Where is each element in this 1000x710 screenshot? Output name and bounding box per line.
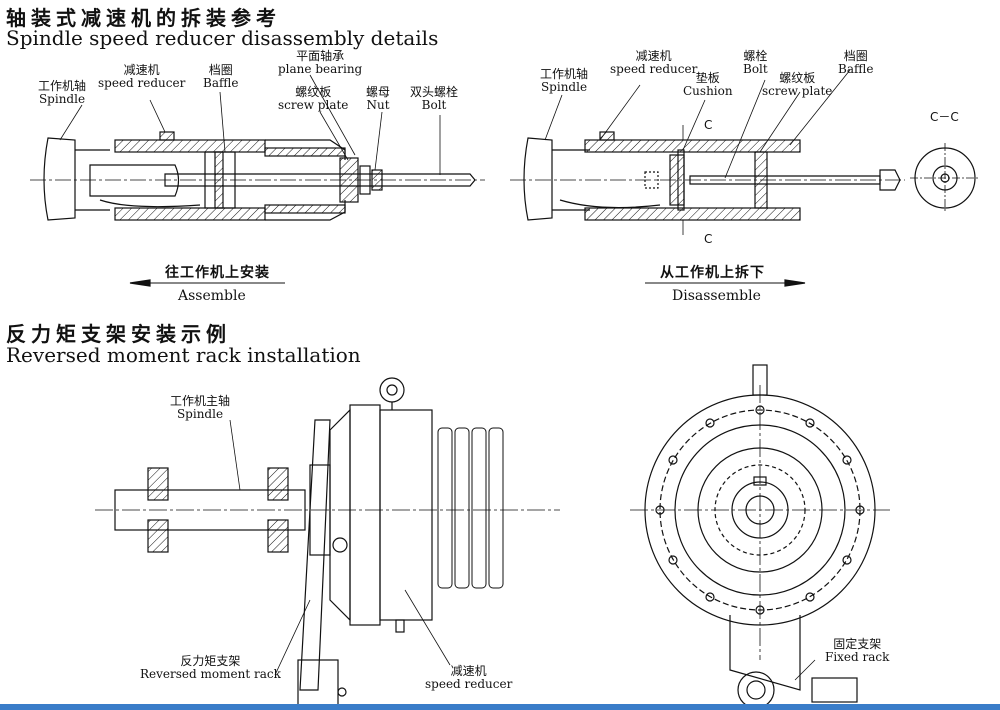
section-mark-top: C (704, 118, 713, 132)
assemble-bearing-label: 平面轴承 plane bearing (278, 50, 362, 76)
section2-title-en: Reversed moment rack installation (6, 343, 361, 367)
disassemble-drawing (510, 69, 980, 287)
disassemble-screw-en: screw plate (762, 84, 833, 98)
disassemble-caption-en: Disassemble (672, 288, 761, 304)
assemble-screw-cn: 螺纹板 (295, 85, 332, 99)
assemble-reducer-label: 减速机 speed reducer (98, 64, 185, 90)
assemble-reducer-en: speed reducer (98, 76, 186, 90)
disassemble-cushion-cn: 垫板 (695, 71, 720, 85)
disassemble-reducer-en: speed reducer (610, 62, 698, 76)
rack-front-drawing (630, 364, 890, 709)
assemble-caption-cn: 往工作机上安装 (165, 265, 270, 281)
rack-cn: 反力矩支架 (180, 654, 241, 668)
disassemble-screw-label: 螺纹板 screw plate (762, 72, 832, 98)
fixed-rack-label: 固定支架 Fixed rack (825, 638, 889, 664)
assemble-nut-cn: 螺母 (366, 85, 391, 99)
rack-spindle-cn: 工作机主轴 (170, 394, 231, 408)
rack-spindle-label: 工作机主轴 Spindle (170, 395, 230, 421)
disassemble-bolt-en: Bolt (743, 62, 768, 76)
disassemble-baffle-en: Baffle (838, 62, 874, 76)
assemble-caption-en: Assemble (178, 288, 246, 304)
hub-top-hatch (114, 139, 266, 153)
rack-spindle-en: Spindle (176, 407, 224, 421)
assemble-bearing-cn: 平面轴承 (296, 49, 345, 63)
disassemble-bolt-cn: 螺栓 (743, 49, 768, 63)
rack-reducer-cn: 减速机 (450, 664, 487, 678)
disassemble-bolt-label: 螺栓 Bolt (743, 50, 768, 76)
disassemble-screw-cn: 螺纹板 (779, 71, 816, 85)
rack-reducer-en: speed reducer (425, 677, 513, 691)
disassemble-spindle-cn: 工作机轴 (540, 67, 589, 81)
assemble-bolt-label: 双头螺栓 Bolt (410, 86, 458, 112)
assemble-baffle-cn: 档圈 (208, 63, 233, 77)
disassemble-reducer-cn: 减速机 (635, 49, 672, 63)
rack-side-drawing (95, 377, 560, 706)
assemble-nut-en: Nut (366, 98, 390, 112)
assemble-bearing-en: plane bearing (278, 62, 363, 76)
assemble-nut-label: 螺母 Nut (366, 86, 390, 112)
bottom-accent-bar (0, 704, 1000, 710)
disassemble-reducer-label: 减速机 speed reducer (610, 50, 697, 76)
assemble-spindle-label: 工作机轴 Spindle (38, 80, 86, 106)
disassemble-spindle-label: 工作机轴 Spindle (540, 68, 588, 94)
rack-reducer-label: 减速机 speed reducer (425, 665, 512, 691)
fixed-rack-cn: 固定支架 (833, 637, 882, 651)
disassemble-caption-cn: 从工作机上拆下 (660, 265, 765, 281)
assemble-baffle-en: Baffle (203, 76, 239, 90)
bolt-hole-ring (655, 405, 865, 615)
hub-bottom-hatch (114, 207, 266, 221)
rack-en: Reversed moment rack (140, 667, 281, 681)
assemble-screw-label: 螺纹板 screw plate (278, 86, 348, 112)
fixed-rack-en: Fixed rack (825, 650, 890, 664)
assemble-reducer-cn: 减速机 (123, 63, 160, 77)
assemble-spindle-en: Spindle (38, 92, 86, 106)
section-mark-bottom: C (704, 232, 713, 246)
assemble-bolt-en: Bolt (421, 98, 447, 112)
disassemble-spindle-en: Spindle (540, 80, 588, 94)
assemble-screw-en: screw plate (278, 98, 349, 112)
assemble-bolt-cn: 双头螺栓 (410, 85, 459, 99)
section1-title-cn: 轴装式减速机的拆装参考 (6, 6, 281, 30)
assemble-baffle-label: 档圈 Baffle (203, 64, 238, 90)
disassemble-baffle-cn: 档圈 (843, 49, 868, 63)
spindle-end (43, 137, 76, 221)
assemble-spindle-cn: 工作机轴 (38, 79, 87, 93)
disassemble-baffle-label: 档圈 Baffle (838, 50, 873, 76)
assemble-drawing (30, 74, 485, 287)
section1-title-en: Spindle speed reducer disassembly detail… (6, 26, 439, 50)
disassemble-cushion-en: Cushion (683, 84, 733, 98)
disassemble-cushion-label: 垫板 Cushion (683, 72, 733, 98)
section2-title-cn: 反力矩支架安装示例 (6, 322, 231, 346)
rack-label: 反力矩支架 Reversed moment rack (140, 655, 281, 681)
section-title: C－C (930, 110, 959, 124)
